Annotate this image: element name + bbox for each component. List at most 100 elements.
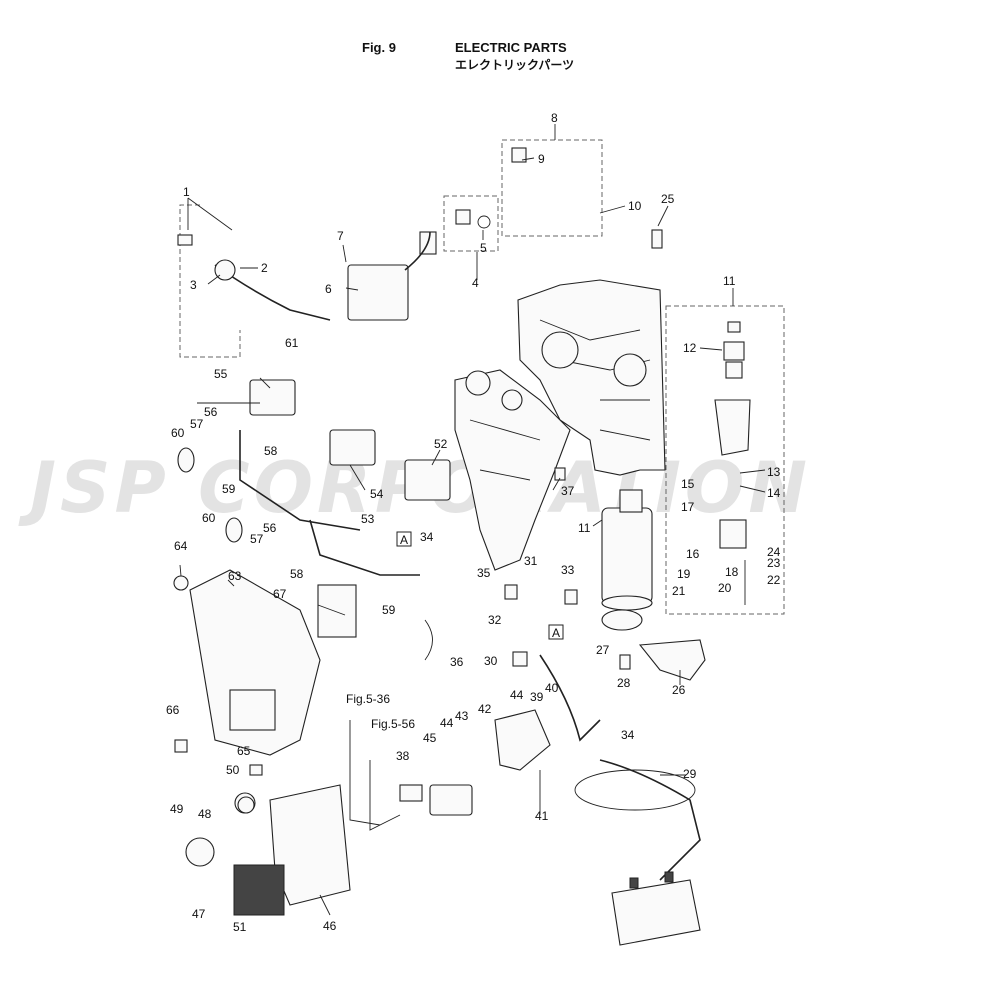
rectifier-regulator (347, 231, 437, 321)
electrical-bracket-lower (185, 784, 351, 916)
label-plate (317, 584, 357, 638)
callout-12: 12 (683, 341, 697, 355)
callout-43: 43 (455, 709, 469, 723)
callout-60-b: 60 (202, 511, 216, 525)
callout-45: 45 (423, 731, 437, 745)
starter-band (601, 609, 643, 631)
callout-20: 20 (718, 581, 732, 595)
callout-32: 32 (488, 613, 502, 627)
callout-36: 36 (450, 655, 464, 669)
electric-bracket (454, 369, 571, 571)
callout-19: 19 (677, 567, 691, 581)
reference-box-a-1 (396, 531, 412, 547)
callout-52: 52 (434, 437, 448, 451)
callout-14: 14 (767, 486, 781, 500)
reference-label-a-1: A (400, 533, 408, 547)
reference-box-a-2 (548, 624, 564, 640)
callout-23: 23 (767, 556, 781, 570)
callout-44-b: 44 (440, 716, 454, 730)
group-boxes (179, 139, 785, 615)
callout-57: 57 (190, 417, 204, 431)
callout-59: 59 (222, 482, 236, 496)
callout-63: 63 (228, 569, 242, 583)
callout-13: 13 (767, 465, 781, 479)
callout-18: 18 (725, 565, 739, 579)
callout-39: 39 (530, 690, 544, 704)
leader-lines (179, 124, 766, 916)
callout-56: 56 (204, 405, 218, 419)
ignition-coils (249, 379, 451, 501)
reference-label-a-2: A (552, 626, 560, 640)
callout-50: 50 (226, 763, 240, 777)
callout-57-b: 57 (250, 532, 264, 546)
callout-61: 61 (285, 336, 299, 350)
callout-3: 3 (190, 278, 197, 292)
callout-34-b: 34 (621, 728, 635, 742)
callout-29: 29 (683, 767, 697, 781)
callout-49: 49 (170, 802, 184, 816)
callout-44: 44 (510, 688, 524, 702)
callout-11-top: 11 (723, 274, 736, 288)
callout-8: 8 (551, 111, 558, 125)
callout-59-b: 59 (382, 603, 396, 617)
battery (611, 871, 701, 946)
small-parts (173, 147, 663, 831)
callout-37: 37 (561, 484, 575, 498)
figure-ref-5-36: Fig.5-36 (346, 692, 390, 706)
callout-66: 66 (166, 703, 180, 717)
figure-number: Fig. 9 (362, 40, 396, 55)
callout-67: 67 (273, 587, 287, 601)
callout-17: 17 (681, 500, 695, 514)
callout-27: 27 (596, 643, 610, 657)
callout-9: 9 (538, 152, 545, 166)
callout-48: 48 (198, 807, 212, 821)
figure-ref-5-56: Fig.5-56 (371, 717, 415, 731)
callout-labels: 1 2 3 4 5 6 7 8 9 10 11 11 12 13 14 15 1… (166, 111, 781, 934)
callout-31: 31 (524, 554, 538, 568)
callout-40: 40 (545, 681, 559, 695)
page-subtitle: エレクトリックパーツ (455, 58, 575, 72)
callout-1: 1 (183, 185, 190, 199)
relay-assembly (399, 709, 551, 816)
callout-56-b: 56 (263, 521, 277, 535)
callout-21: 21 (672, 584, 686, 598)
callout-2: 2 (261, 261, 268, 275)
wiring (214, 264, 701, 881)
callout-15: 15 (681, 477, 695, 491)
callout-22: 22 (767, 573, 781, 587)
callout-51: 51 (233, 920, 247, 934)
callout-34: 34 (420, 530, 434, 544)
page-title: ELECTRIC PARTS (455, 40, 567, 55)
callout-24: 24 (767, 545, 781, 559)
callout-58: 58 (264, 444, 278, 458)
engine-block (517, 279, 666, 476)
starter-exploded (714, 321, 751, 605)
callout-58-b: 58 (290, 567, 304, 581)
callout-7: 7 (337, 229, 344, 243)
callout-26: 26 (672, 683, 686, 697)
callout-46: 46 (323, 919, 337, 933)
callout-41: 41 (535, 809, 549, 823)
starter-bracket (638, 639, 706, 681)
callout-53: 53 (361, 512, 375, 526)
callout-5: 5 (480, 241, 487, 255)
callout-55: 55 (214, 367, 228, 381)
callout-10: 10 (628, 199, 642, 213)
callout-28: 28 (617, 676, 631, 690)
callout-16: 16 (686, 547, 700, 561)
callout-64: 64 (174, 539, 188, 553)
callout-38: 38 (396, 749, 410, 763)
callout-47: 47 (192, 907, 206, 921)
callout-65: 65 (237, 744, 251, 758)
bottom-cover (189, 569, 357, 756)
callout-25: 25 (661, 192, 675, 206)
callout-35: 35 (477, 566, 491, 580)
callout-30: 30 (484, 654, 498, 668)
callout-54: 54 (370, 487, 384, 501)
callout-42: 42 (478, 702, 492, 716)
callout-60: 60 (171, 426, 185, 440)
callout-11: 11 (578, 521, 591, 535)
callout-6: 6 (325, 282, 332, 296)
callout-33: 33 (561, 563, 575, 577)
